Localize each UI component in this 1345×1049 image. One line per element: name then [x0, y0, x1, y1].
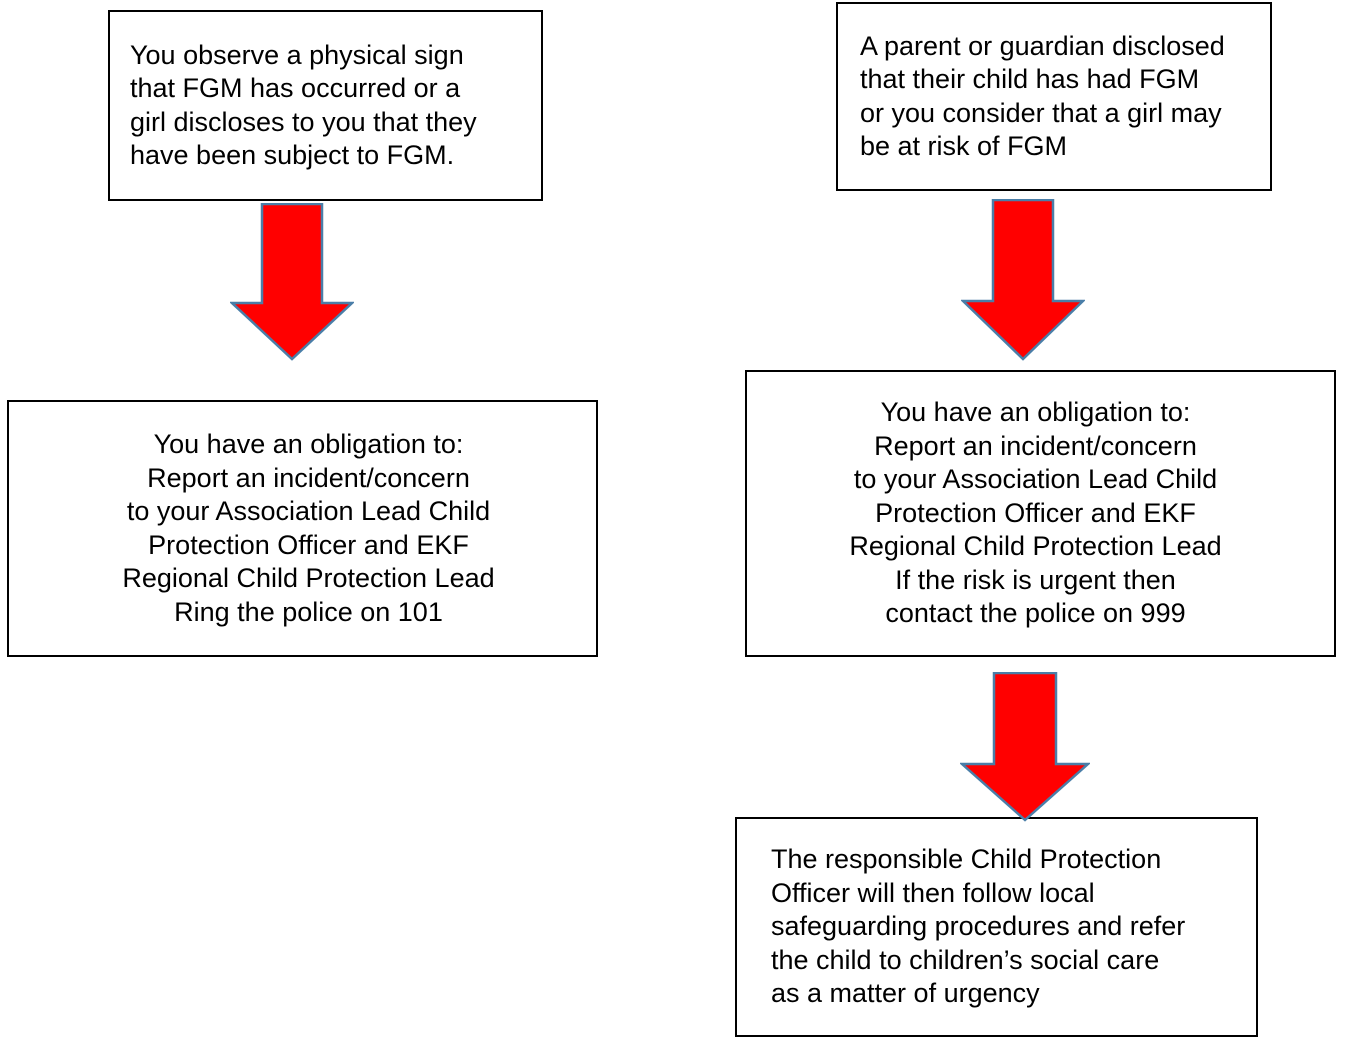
flow-node-obligation-999: You have an obligation to: Report an inc… — [745, 370, 1336, 657]
flow-node-observe-sign-text: You observe a physical sign that FGM has… — [130, 39, 477, 171]
down-arrow-icon — [961, 199, 1085, 361]
flow-node-obligation-999-text: You have an obligation to: Report an inc… — [849, 397, 1222, 629]
flow-node-cpo-follow-up-text: The responsible Child Protection Officer… — [771, 844, 1186, 1009]
down-arrow-icon — [230, 203, 354, 361]
flow-node-observe-sign: You observe a physical sign that FGM has… — [108, 10, 543, 201]
down-arrow-icon — [960, 672, 1090, 822]
flow-node-parent-disclosed: A parent or guardian disclosed that thei… — [836, 2, 1272, 191]
flow-node-parent-disclosed-text: A parent or guardian disclosed that thei… — [860, 30, 1225, 162]
flow-node-obligation-101: You have an obligation to: Report an inc… — [7, 400, 598, 657]
flow-node-obligation-101-text: You have an obligation to: Report an inc… — [122, 429, 495, 627]
flow-node-cpo-follow-up: The responsible Child Protection Officer… — [735, 817, 1258, 1037]
